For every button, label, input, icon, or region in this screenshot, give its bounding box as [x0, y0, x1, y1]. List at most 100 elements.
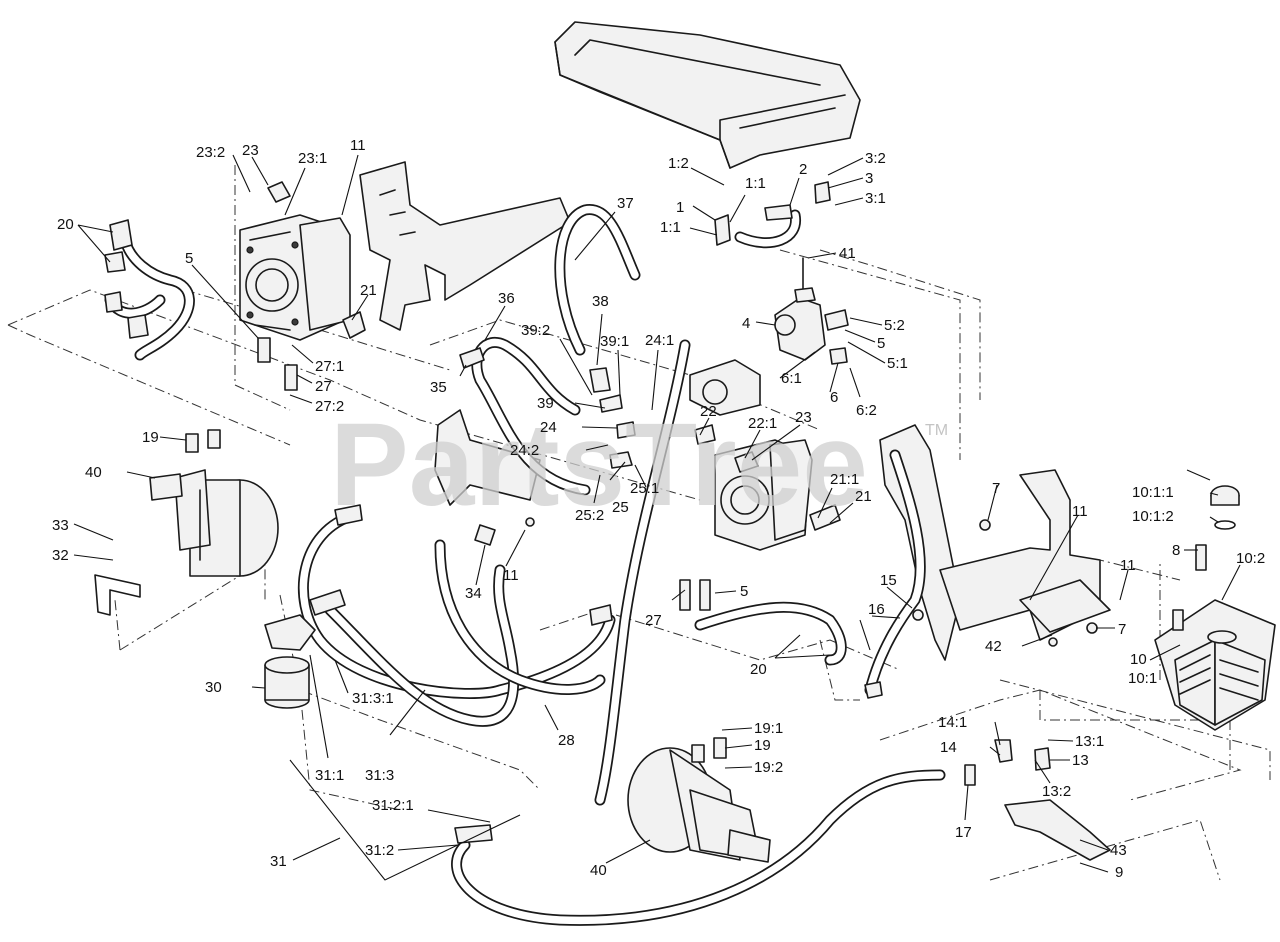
callout-19: 19 — [754, 737, 771, 754]
wheel-motor-right — [627, 747, 771, 863]
hose-16 — [864, 449, 926, 696]
callout-11: 11 — [1072, 503, 1088, 520]
callout-10-2: 10:2 — [1236, 550, 1265, 567]
callout-28: 28 — [558, 732, 575, 749]
callout-19-1: 19:1 — [754, 720, 783, 737]
callout-17: 17 — [955, 824, 972, 841]
callout-40: 40 — [590, 862, 607, 879]
oil-filter-30 — [264, 614, 316, 709]
callout-19-2: 19:2 — [754, 759, 783, 776]
callout-22: 22 — [700, 403, 717, 420]
callout-25-1: 25:1 — [630, 480, 659, 497]
callout-36: 36 — [498, 290, 515, 307]
watermark-text: PartsTree — [330, 399, 868, 531]
callout-13-1: 13:1 — [1075, 733, 1104, 750]
callout-7: 7 — [992, 480, 1000, 497]
callout-31: 31 — [270, 853, 287, 870]
callout-leaders — [73, 154, 1241, 881]
callout-27: 27 — [645, 612, 662, 629]
callout-1-1: 1:1 — [660, 219, 681, 236]
callout-31-2: 31:2 — [365, 842, 394, 859]
callout-31-2-1: 31:2:1 — [372, 797, 414, 814]
fittings — [104, 181, 1207, 844]
callout-24-2: 24:2 — [510, 442, 539, 459]
watermark: PartsTree TM — [330, 399, 948, 531]
callout-1-2: 1:2 — [668, 155, 689, 172]
hydraulic-pump-center — [714, 439, 813, 551]
callout-5-1: 5:1 — [887, 355, 908, 372]
callout-15: 15 — [880, 572, 897, 589]
callout-14: 14 — [940, 739, 957, 756]
gear-pump — [689, 359, 761, 416]
callout-27-1: 27:1 — [315, 358, 344, 375]
callout-39-1: 39:1 — [600, 333, 629, 350]
callout-42: 42 — [985, 638, 1002, 655]
callout-9: 9 — [1115, 864, 1123, 881]
callout-25-2: 25:2 — [575, 507, 604, 524]
callout-21-1: 21:1 — [830, 471, 859, 488]
hose-2 — [734, 209, 801, 249]
callout-4: 4 — [742, 315, 750, 332]
callout-5: 5 — [740, 583, 748, 600]
seat — [554, 21, 861, 169]
callout-6-1: 6:1 — [781, 370, 802, 387]
callout-23: 23 — [242, 142, 259, 159]
callout-6-2: 6:2 — [856, 402, 877, 419]
callout-16: 16 — [868, 601, 885, 618]
callout-32: 32 — [52, 547, 69, 564]
callout-10: 10 — [1130, 651, 1147, 668]
callout-1-1: 1:1 — [745, 175, 766, 192]
hoses — [104, 204, 946, 926]
callout-11: 11 — [350, 137, 366, 154]
callout-39: 39 — [537, 395, 554, 412]
hose-main-left — [297, 509, 616, 699]
callout-8: 8 — [1172, 542, 1180, 559]
callout-10-1-1: 10:1:1 — [1132, 484, 1174, 501]
callout-5-2: 5:2 — [884, 317, 905, 334]
hose-long-vertical — [594, 339, 691, 806]
hose-31-3 — [324, 564, 520, 727]
callout-35: 35 — [430, 379, 447, 396]
callout-43: 43 — [1110, 842, 1127, 859]
callout-3-1: 3:1 — [865, 190, 886, 207]
callout-38: 38 — [592, 293, 609, 310]
hose-31-2 — [451, 769, 946, 926]
callout-40: 40 — [85, 464, 102, 481]
callout-41: 41 — [839, 245, 856, 262]
hose-37 — [554, 204, 641, 356]
callout-3-2: 3:2 — [865, 150, 886, 167]
callout-1: 1 — [676, 199, 684, 216]
reservoir-tank-10 — [1154, 485, 1276, 731]
control-valve-4 — [774, 257, 826, 361]
callout-30: 30 — [205, 679, 222, 696]
callout-39-2: 39:2 — [521, 322, 550, 339]
callout-23-1: 23:1 — [298, 150, 327, 167]
callout-2: 2 — [799, 161, 807, 178]
watermark-trademark: TM — [925, 422, 948, 439]
callout-14-1: 14:1 — [938, 714, 967, 731]
callout-7: 7 — [1118, 621, 1126, 638]
callout-10-1: 10:1 — [1128, 670, 1157, 687]
callout-5: 5 — [877, 335, 885, 352]
callout-25: 25 — [612, 499, 629, 516]
callout-20: 20 — [57, 216, 74, 233]
callout-34: 34 — [465, 585, 482, 602]
callout-31-1: 31:1 — [315, 767, 344, 784]
callout-24: 24 — [540, 419, 557, 436]
callout-33: 33 — [52, 517, 69, 534]
callout-labels: 1:2 1:1 1 1:1 2 3:2 3 3:1 4 5:2 5 5:1 5 … — [52, 137, 1265, 881]
wheel-motor-left — [149, 469, 279, 577]
callout-31-3: 31:3 — [365, 767, 394, 784]
callout-21: 21 — [855, 488, 872, 505]
callout-5: 5 — [185, 250, 193, 267]
callout-37: 37 — [617, 195, 634, 212]
callout-10-1-2: 10:1:2 — [1132, 508, 1174, 525]
callout-23-2: 23:2 — [196, 144, 225, 161]
hose-20-right — [694, 601, 847, 666]
callout-11: 11 — [1120, 557, 1136, 574]
callout-13: 13 — [1072, 752, 1089, 769]
hose-28 — [434, 539, 606, 695]
callout-3: 3 — [865, 170, 873, 187]
callout-20: 20 — [750, 661, 767, 678]
